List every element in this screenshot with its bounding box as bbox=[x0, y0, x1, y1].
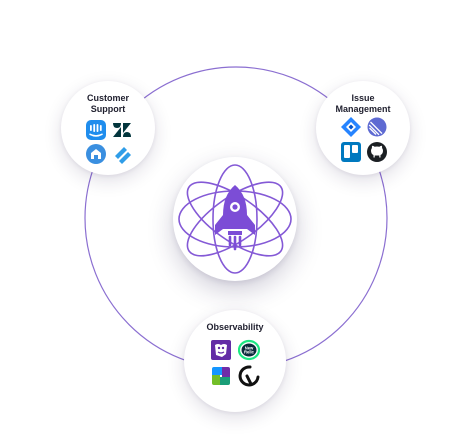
datadog-icon bbox=[210, 339, 232, 361]
github-icon bbox=[366, 141, 388, 163]
new-relic-icon: New Relic bbox=[238, 339, 260, 361]
zendesk-icon bbox=[111, 119, 133, 141]
svg-text:Relic: Relic bbox=[244, 350, 255, 355]
front-icon bbox=[111, 143, 133, 165]
issue-management-node[interactable]: Issue Management bbox=[316, 81, 410, 175]
customer-support-node[interactable]: Customer Support bbox=[61, 81, 155, 175]
linear-icon bbox=[366, 116, 388, 138]
rocket-icon bbox=[215, 185, 255, 251]
trello-icon bbox=[340, 141, 362, 163]
observability-label: Observability bbox=[206, 322, 264, 332]
customer-support-label: Customer Support bbox=[86, 93, 129, 114]
issue-management-label: Issue Management bbox=[335, 93, 391, 114]
jira-icon bbox=[340, 116, 362, 138]
helpdesk-icon bbox=[85, 143, 107, 165]
orbit-icon bbox=[178, 164, 292, 274]
dynatrace-icon bbox=[210, 365, 232, 387]
observability-node[interactable]: Observability New Relic bbox=[184, 310, 286, 412]
chronosphere-icon bbox=[238, 365, 260, 387]
intercom-icon bbox=[85, 119, 107, 141]
svg-text:New: New bbox=[245, 345, 254, 350]
center-hub[interactable] bbox=[173, 157, 297, 281]
